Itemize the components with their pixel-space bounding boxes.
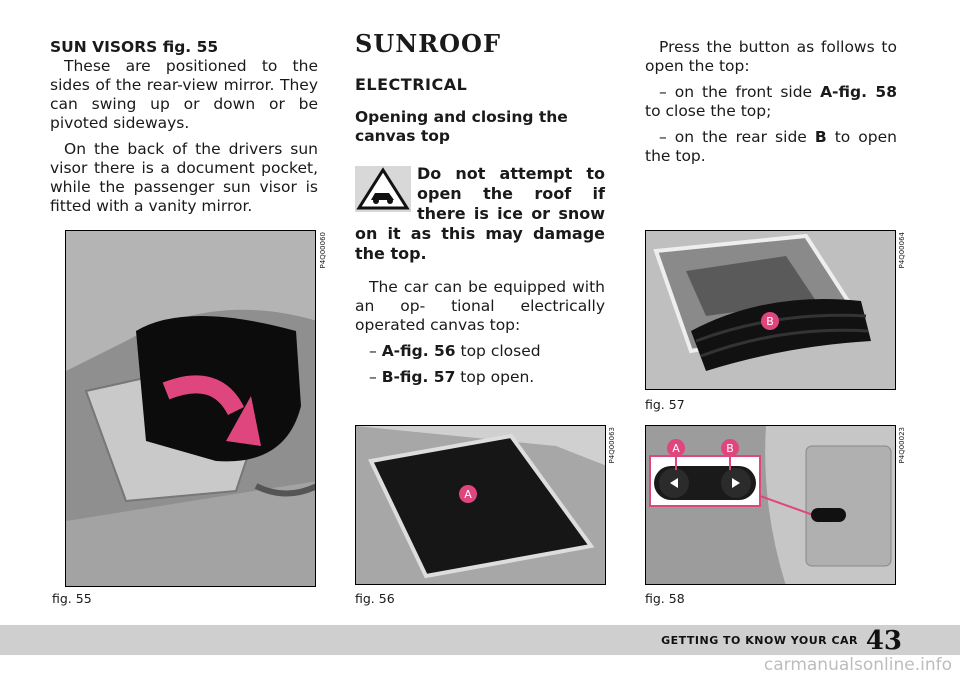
item-front-post: to close the top; — [645, 102, 772, 120]
button-para: Press the button as follows to open the … — [645, 38, 897, 75]
sun-visor-illustration — [66, 231, 315, 586]
figure-55-caption: fig. 55 — [52, 591, 92, 606]
sunroof-open-illustration: B — [646, 231, 895, 389]
column-sun-visors: SUN VISORS fig. 55 These are positioned … — [50, 38, 318, 223]
warning-triangle-icon — [355, 166, 411, 212]
figure-56-top-closed: A — [355, 425, 606, 585]
column-button-instructions: Press the button as follows to open the … — [645, 38, 897, 173]
dash: – — [369, 342, 377, 360]
figure-57-caption: fig. 57 — [645, 397, 685, 412]
figure-55-code: P4Q00060 — [319, 232, 327, 269]
figure-56-caption: fig. 56 — [355, 591, 395, 606]
button-item-front: – on the front side A-fig. 58 to close t… — [645, 83, 897, 121]
figure-57-top-open: B — [645, 230, 896, 390]
figure-58-button: A B — [645, 425, 896, 585]
ref-a-fig56: A-fig. 56 — [381, 342, 456, 360]
warning-text: Do not attempt to open the roof if there… — [355, 164, 605, 263]
callout-b: B — [726, 442, 734, 455]
sun-visors-para-2: On the back of the drivers sun visor the… — [50, 140, 318, 215]
opening-closing-heading: Opening and closing the canvas top — [355, 108, 568, 145]
item-rear-post: to open the top. — [645, 128, 897, 165]
button-item-rear: – on the rear side B to open the top. — [645, 128, 897, 166]
page-number: 43 — [865, 626, 902, 656]
page-footer: GETTING TO KNOW YOUR CAR 43 — [0, 625, 960, 656]
figure-57-code: P4Q00064 — [898, 232, 906, 269]
ref-b-fig57: B-fig. 57 — [381, 368, 456, 386]
list-item-b: – B-fig. 57 top open. — [355, 368, 605, 387]
callout-a: A — [672, 442, 680, 455]
electrical-heading: ELECTRICAL — [355, 75, 468, 94]
list-item-a: – A-fig. 56 top closed — [355, 342, 605, 361]
sunroof-title: SUNROOF — [355, 29, 501, 58]
item-rear-pre: – on the rear side — [659, 128, 815, 146]
sunroof-closed-illustration: A — [356, 426, 605, 584]
sun-visors-para-1: These are positioned to the sides of the… — [50, 57, 318, 132]
column-sunroof: SUNROOF ELECTRICAL Opening and closing t… — [355, 29, 605, 394]
ref-a-fig58: A-fig. 58 — [820, 83, 897, 101]
sunroof-para: The car can be equipped with an op- tion… — [355, 278, 605, 334]
figure-58-code: P4Q00023 — [898, 427, 906, 464]
item-a-text: top closed — [455, 342, 541, 360]
sun-visors-heading: SUN VISORS fig. 55 — [50, 38, 219, 56]
figure-55-sun-visor — [65, 230, 316, 587]
item-b-text: top open. — [455, 368, 535, 386]
callout-b: B — [766, 315, 774, 328]
dash: – — [369, 368, 377, 386]
watermark: carmanualsonline.info — [763, 655, 952, 675]
ref-b: B — [814, 128, 827, 146]
figure-58-caption: fig. 58 — [645, 591, 685, 606]
footer-section-title: GETTING TO KNOW YOUR CAR — [661, 634, 858, 647]
callout-a: A — [464, 488, 472, 501]
warning-box: Do not attempt to open the roof if there… — [355, 164, 605, 264]
item-front-pre: – on the front side — [659, 83, 821, 101]
sunroof-button-illustration: A B — [646, 426, 895, 584]
figure-56-code: P4Q00063 — [608, 427, 616, 464]
